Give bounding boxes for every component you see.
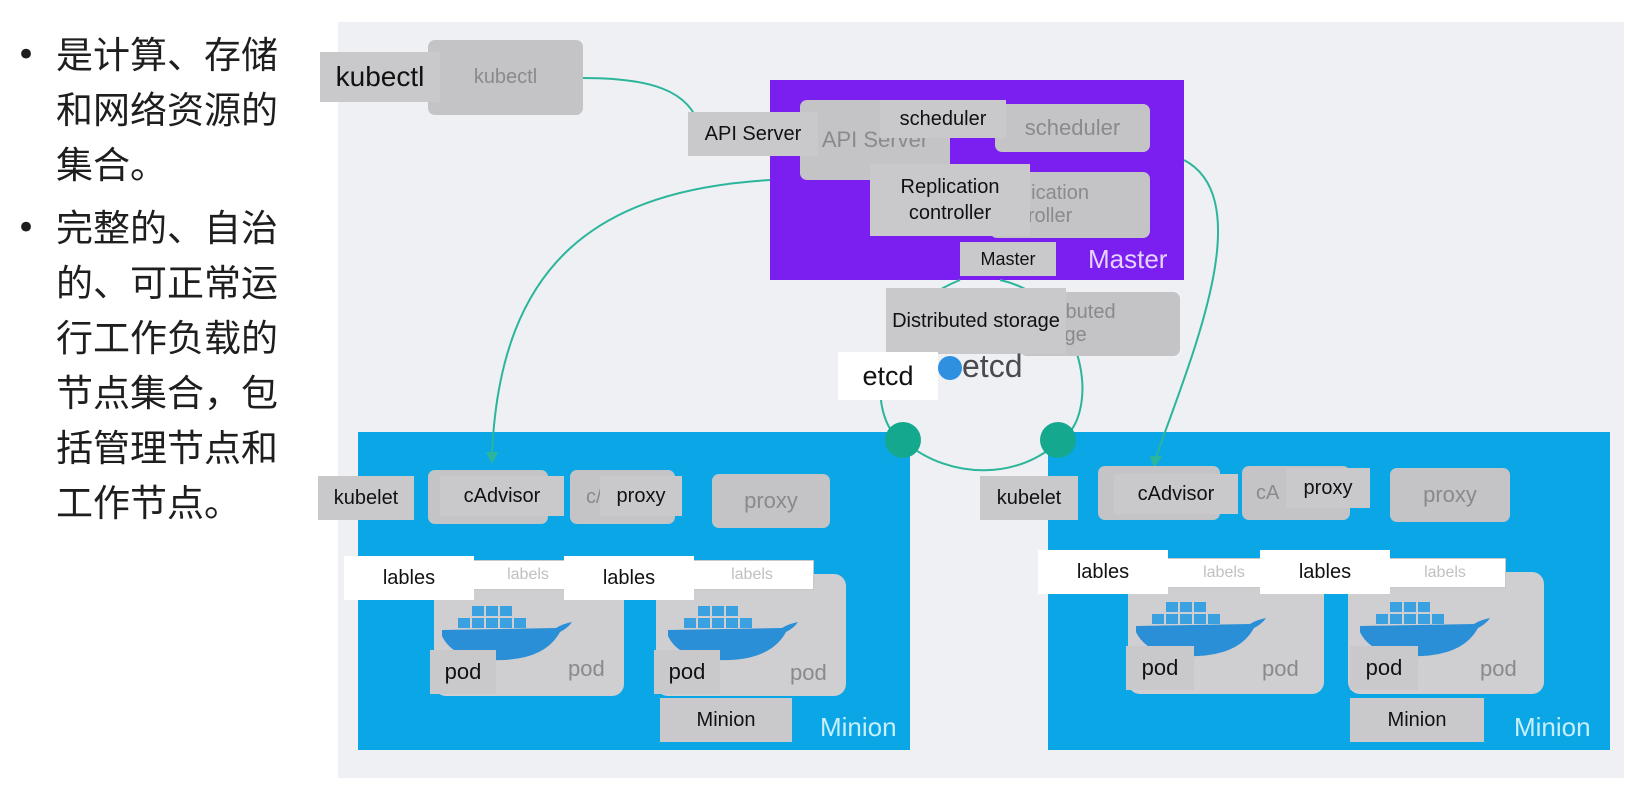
master-panel-word: Master xyxy=(1088,244,1168,274)
proxy-label: proxy xyxy=(1286,468,1370,508)
etcd-ring-bottom xyxy=(904,439,1061,472)
proxy-box: proxy xyxy=(712,474,830,528)
distributed-storage-label: Distributed storage xyxy=(886,288,1066,354)
labels-tag: labels xyxy=(1384,558,1506,588)
labels-tag: labels xyxy=(690,560,814,590)
bullet-dot-icon: • xyxy=(16,208,37,248)
pod-label: pod xyxy=(430,650,496,694)
minion-panel-word-right: Minion xyxy=(1514,712,1591,742)
etcd-logo-icon xyxy=(938,356,962,380)
bullet-text: 完整的、自治的、可正常运行工作负载的节点集合，包括管理节点和工作节点。 xyxy=(56,207,278,525)
bullet-text: 是计算、存储和网络资源的集合。 xyxy=(56,34,278,187)
kubelet-label: kubelet xyxy=(980,476,1078,520)
arrow-left-icon xyxy=(486,452,498,464)
bullet-item: • 是计算、存储和网络资源的集合。 xyxy=(8,28,308,193)
minion-panel-word-left: Minion xyxy=(820,712,897,742)
cadvisor-label: cAdvisor xyxy=(1114,474,1238,514)
api-server-label: API Server xyxy=(688,112,818,156)
pod-label: pod xyxy=(1126,646,1194,690)
pod-label: pod xyxy=(1350,646,1418,690)
pod-tag: pod xyxy=(790,660,827,685)
kubectl-box: kubectl xyxy=(428,40,583,115)
etcd-label: etcd xyxy=(838,352,938,400)
api-to-right-kubelet-line xyxy=(1154,159,1219,461)
pod-tag: pod xyxy=(568,656,605,681)
etcd-node-left xyxy=(885,422,921,458)
scheduler-label: scheduler xyxy=(880,100,1006,138)
pod-tag: pod xyxy=(1480,656,1517,681)
minion-label: Minion xyxy=(660,698,792,742)
pod-tag: pod xyxy=(1262,656,1299,681)
scheduler-box: scheduler xyxy=(995,104,1150,152)
bullet-dot-icon: • xyxy=(16,35,37,75)
etcd-logo-text: etcd xyxy=(962,348,1023,384)
bullet-list: • 是计算、存储和网络资源的集合。 • 完整的、自治的、可正常运行工作负载的节点… xyxy=(8,28,308,539)
lables-label: lables xyxy=(1260,550,1390,594)
kubectl-label: kubectl xyxy=(320,52,440,102)
minion-label: Minion xyxy=(1350,698,1484,742)
kubectl-to-api-line xyxy=(582,77,701,129)
proxy-box: proxy xyxy=(1390,468,1510,522)
replication-controller-label: Replication controller xyxy=(870,164,1030,236)
pod-label: pod xyxy=(654,650,720,694)
api-to-left-kubelet-line xyxy=(491,179,771,456)
master-label: Master xyxy=(960,242,1056,276)
etcd-node-right xyxy=(1040,422,1076,458)
lables-label: lables xyxy=(564,556,694,600)
bullet-item: • 完整的、自治的、可正常运行工作负载的节点集合，包括管理节点和工作节点。 xyxy=(8,201,308,531)
lables-label: lables xyxy=(1038,550,1168,594)
lables-label: lables xyxy=(344,556,474,600)
cadvisor-label: cAdvisor xyxy=(440,476,564,516)
kubelet-label: kubelet xyxy=(318,476,414,520)
arrow-right-icon xyxy=(1150,456,1162,468)
proxy-label: proxy xyxy=(600,476,682,516)
